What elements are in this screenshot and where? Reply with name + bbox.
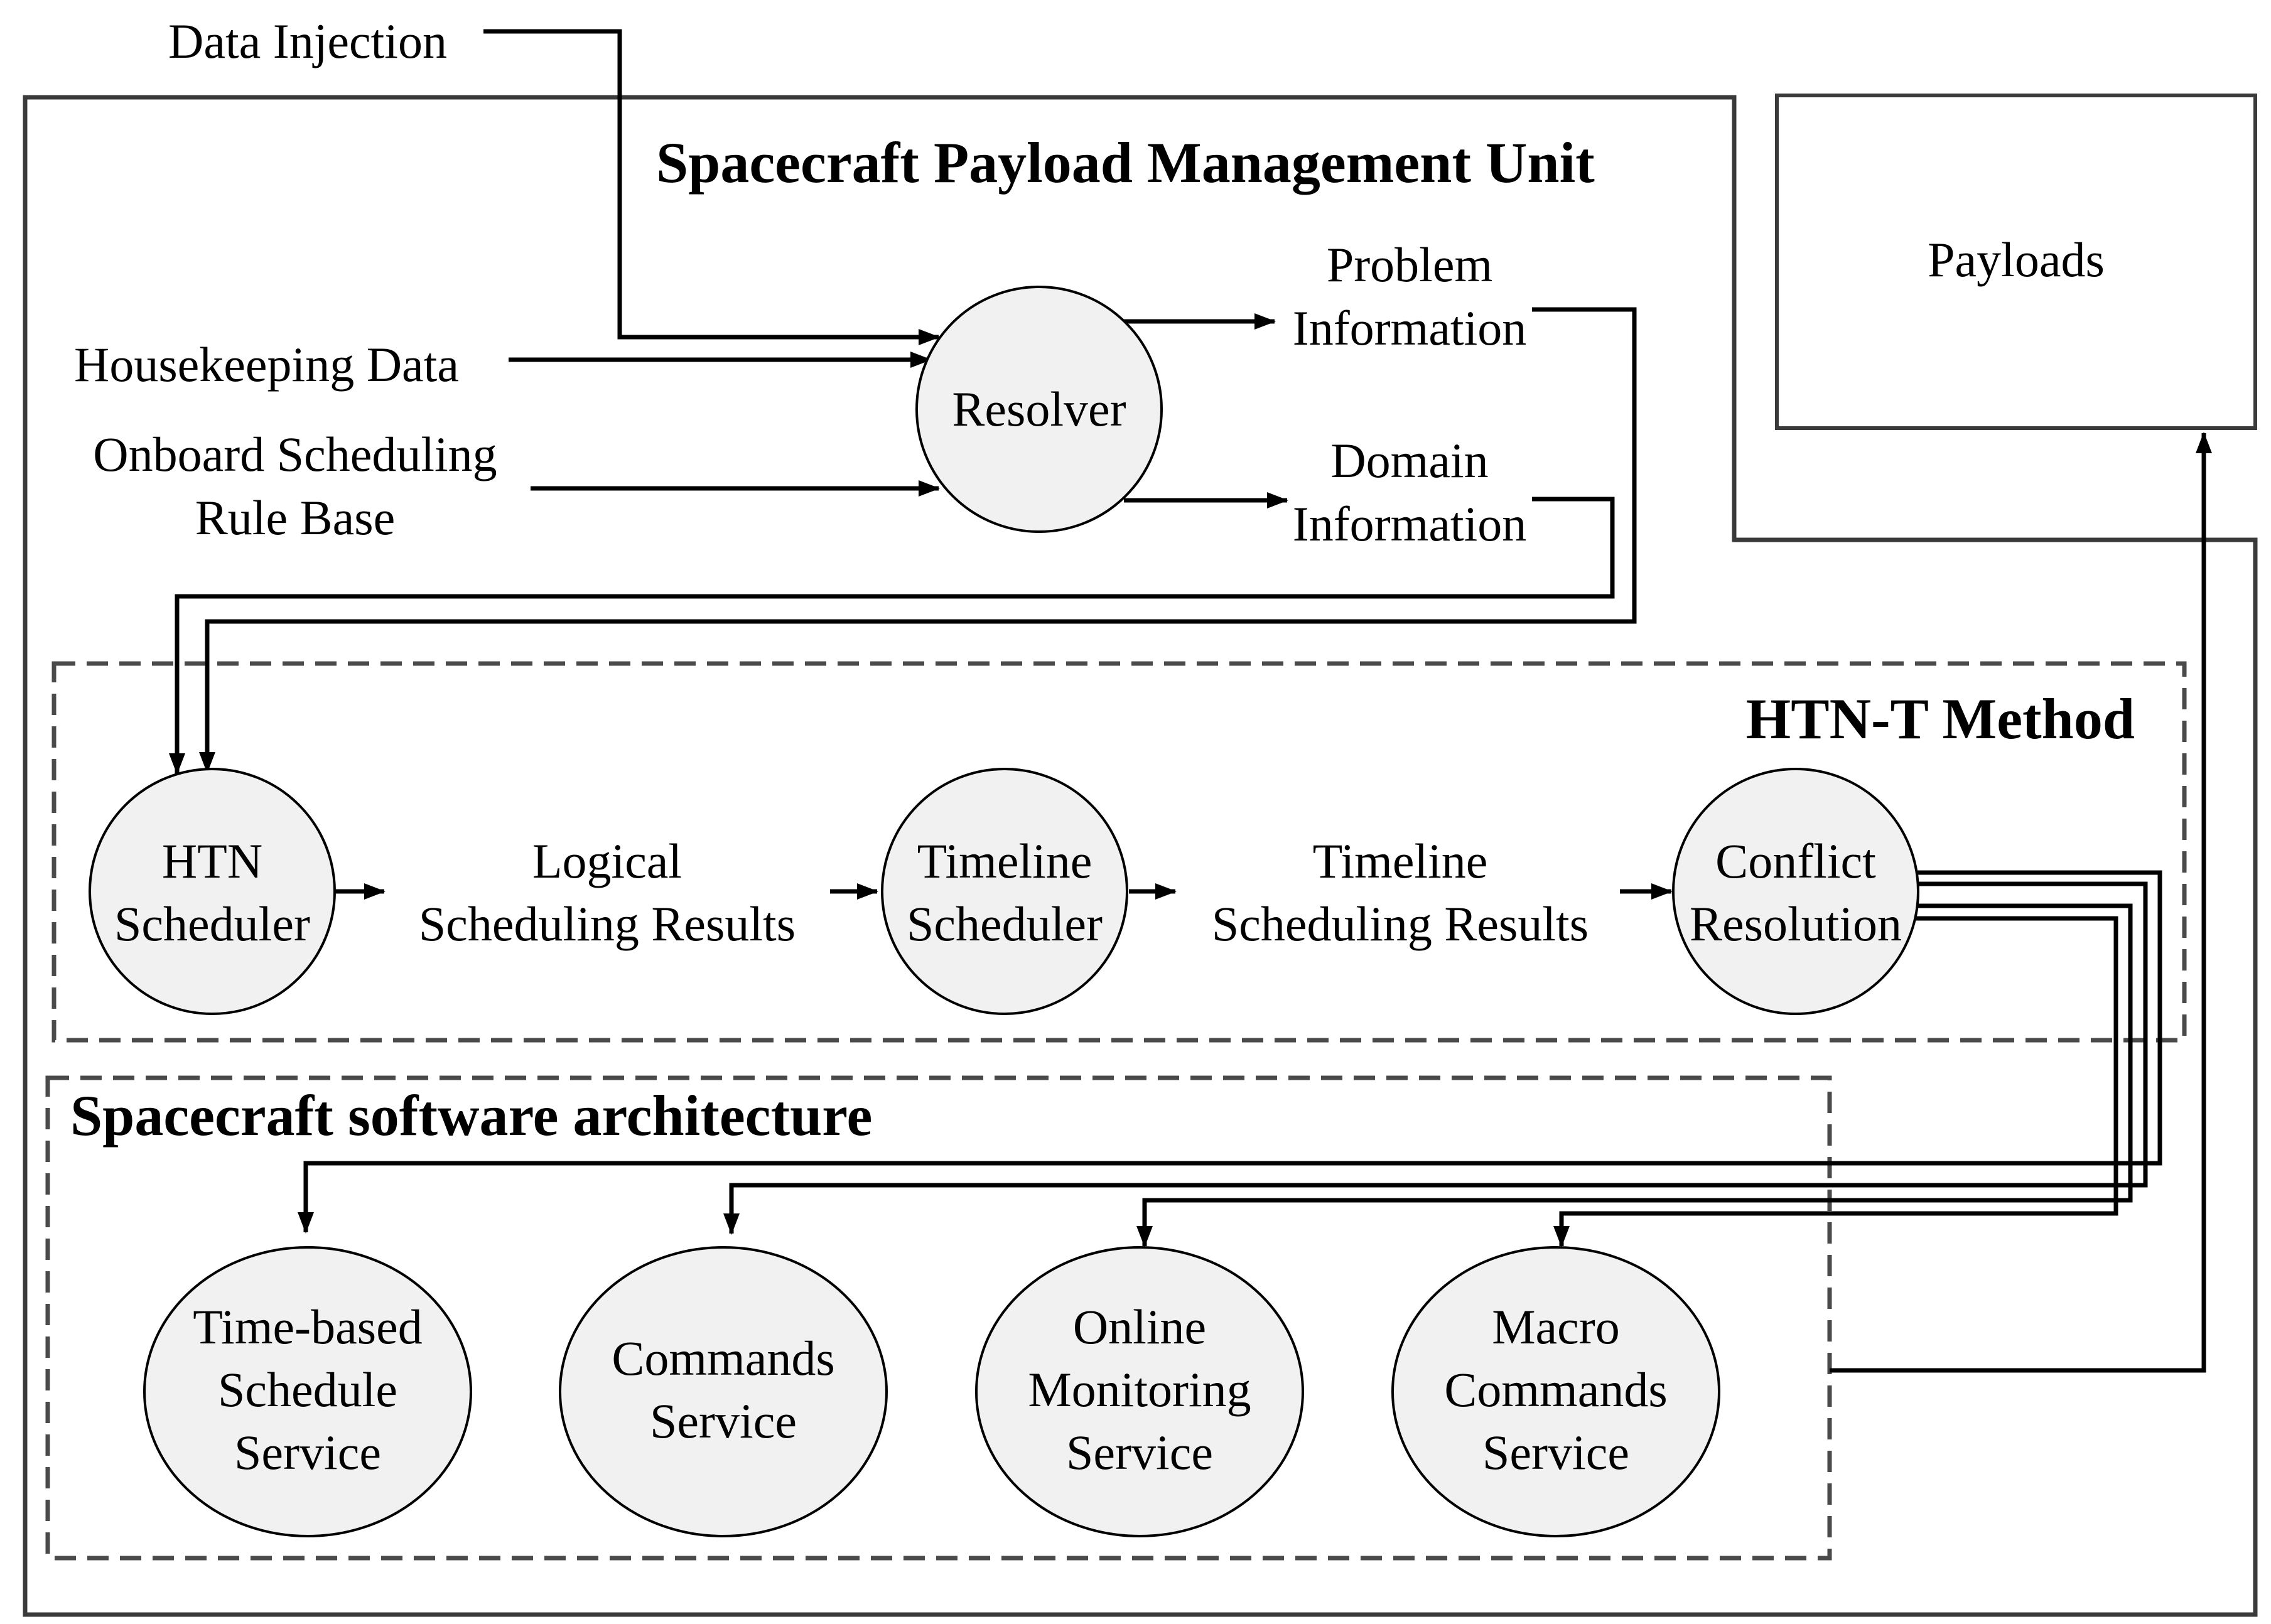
rule-base-label-line1: Onboard Scheduling — [93, 427, 497, 481]
online-monitoring-label-line3: Service — [1066, 1425, 1213, 1480]
macro-commands-label-line3: Service — [1482, 1425, 1629, 1480]
htn-scheduler-label-line2: Scheduler — [114, 896, 310, 951]
resolver-node — [915, 286, 1163, 533]
problem-info-label-line2: Information — [1293, 301, 1527, 355]
software-architecture-title: Spacecraft software architecture — [70, 1084, 872, 1148]
domain-info-label-line2: Information — [1293, 497, 1527, 551]
htn-scheduler-node — [89, 768, 336, 1015]
commands-label-line1: Commands — [612, 1331, 834, 1385]
htn-scheduler-label-line1: HTN — [162, 834, 262, 888]
logical-results-label-line2: Scheduling Results — [419, 896, 796, 951]
timeline-scheduler-label-line1: Timeline — [917, 834, 1092, 888]
htn-method-title: HTN-T Method — [1746, 687, 2135, 751]
architecture-to-payloads-wire — [1830, 432, 2212, 1373]
timeline-scheduler-node — [881, 768, 1128, 1015]
payload-management-unit-frame — [23, 95, 2258, 1617]
conflict-resolution-label-line2: Resolution — [1690, 896, 1902, 951]
macro-commands-label-line2: Commands — [1444, 1362, 1667, 1417]
commands-service-node — [559, 1246, 888, 1537]
timeline-scheduler-label-line2: Scheduler — [907, 896, 1103, 951]
commands-label-line2: Service — [650, 1394, 797, 1448]
time-based-label-line3: Service — [234, 1425, 381, 1480]
conflict-resolution-label-line1: Conflict — [1715, 834, 1876, 888]
timeline-results-label-line2: Scheduling Results — [1212, 896, 1589, 951]
time-based-label-line2: Schedule — [218, 1362, 397, 1417]
data-injection-arrow — [483, 29, 940, 345]
conflict-to-macro-wire — [1553, 916, 2118, 1247]
problem-info-label-line1: Problem — [1327, 237, 1492, 292]
logical-results-label-line1: Logical — [532, 834, 682, 888]
macro-commands-service-node — [1391, 1246, 1720, 1537]
htn-method-region — [51, 661, 2187, 1043]
payloads-label: Payloads — [1928, 232, 2105, 287]
time-based-label-line1: Time-based — [193, 1299, 422, 1354]
housekeeping-data-label: Housekeeping Data — [74, 337, 459, 392]
resolver-label: Resolver — [952, 382, 1126, 436]
data-injection-label: Data Injection — [168, 14, 447, 68]
online-monitoring-label-line1: Online — [1073, 1299, 1206, 1354]
online-monitoring-label-line2: Monitoring — [1028, 1362, 1251, 1417]
timeline-results-label-line1: Timeline — [1313, 834, 1488, 888]
software-architecture-region — [45, 1075, 1832, 1561]
payloads-box — [1775, 94, 2257, 430]
domain-info-label-line1: Domain — [1330, 433, 1488, 488]
online-monitoring-service-node — [975, 1246, 1304, 1537]
conflict-to-monitoring-wire — [1136, 903, 2133, 1247]
conflict-to-time-based-wire — [298, 870, 2162, 1234]
domain-to-htn-wire — [169, 497, 1615, 775]
unit-title: Spacecraft Payload Management Unit — [656, 131, 1595, 195]
macro-commands-label-line1: Macro — [1492, 1299, 1620, 1354]
rule-base-label-line2: Rule Base — [195, 490, 395, 545]
conflict-resolution-node — [1672, 768, 1919, 1015]
connectors — [169, 29, 2212, 1373]
time-based-schedule-service-node — [143, 1246, 472, 1537]
conflict-to-commands-wire — [723, 881, 2148, 1235]
problem-to-htn-wire — [199, 307, 1637, 773]
